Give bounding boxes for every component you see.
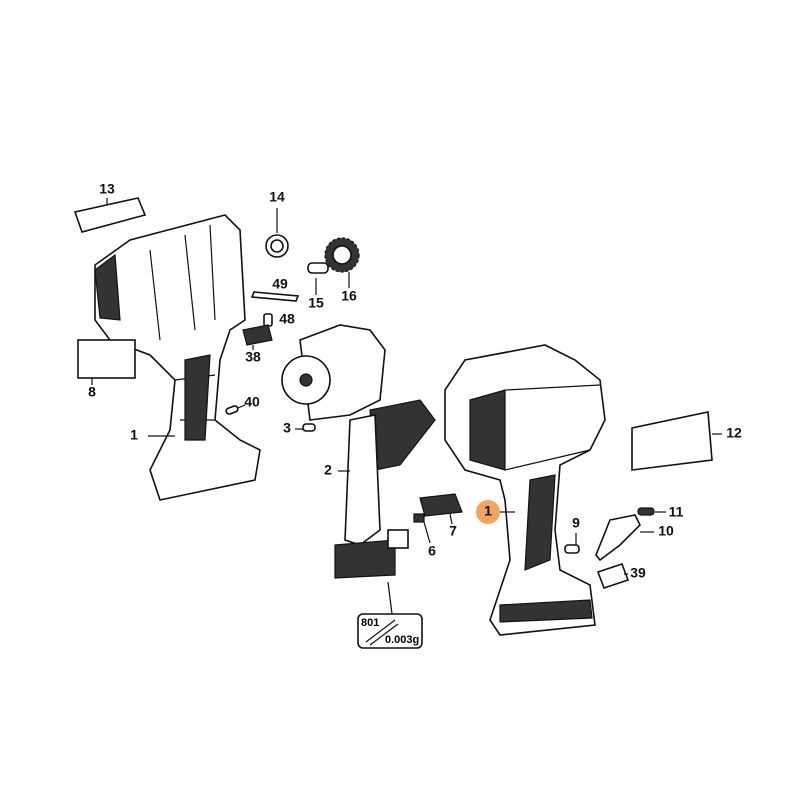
grease-gun-icon (365, 619, 399, 646)
right-housing-half[interactable] (444, 344, 606, 636)
pin-3[interactable] (302, 423, 316, 432)
label-sticker-8[interactable] (77, 339, 136, 379)
plate-49[interactable] (250, 291, 300, 302)
callout-13: 13 (99, 181, 115, 197)
label-sticker-13[interactable] (73, 197, 147, 233)
label-sticker-39[interactable] (596, 562, 630, 590)
motor-switch-assembly-2[interactable] (281, 324, 436, 579)
callout-1-right[interactable]: 1 (484, 503, 492, 519)
screw-9[interactable] (564, 544, 580, 554)
label-sticker-12[interactable] (631, 411, 713, 471)
pin-15[interactable] (307, 262, 329, 274)
callout-12: 12 (726, 425, 742, 441)
callout-2: 2 (324, 462, 332, 478)
part-6[interactable] (413, 513, 425, 523)
callout-3: 3 (283, 420, 291, 436)
part-38[interactable] (242, 324, 273, 346)
callout-40: 40 (244, 394, 260, 410)
callout-15: 15 (308, 295, 324, 311)
callout-39: 39 (630, 565, 646, 581)
screw-11[interactable] (637, 507, 655, 516)
spring-48[interactable] (263, 313, 273, 327)
callout-8: 8 (88, 384, 96, 400)
kit-number: 801 (361, 617, 379, 629)
callout-16: 16 (341, 288, 357, 304)
part-7[interactable] (419, 493, 463, 517)
callout-1-left: 1 (130, 427, 138, 443)
callout-7: 7 (449, 523, 457, 539)
callout-6: 6 (428, 543, 436, 559)
pin-40[interactable] (225, 405, 239, 415)
callout-10: 10 (658, 523, 674, 539)
kit-801-grease-box[interactable]: 801 0.003g (357, 613, 423, 649)
bracket-10[interactable] (595, 514, 641, 562)
left-housing-half[interactable] (94, 214, 261, 501)
callout-11: 11 (669, 504, 684, 520)
callout-49: 49 (272, 276, 288, 292)
callout-9: 9 (572, 515, 580, 531)
callout-14: 14 (269, 189, 285, 205)
kit-weight: 0.003g (385, 634, 419, 646)
callout-38: 38 (245, 349, 261, 365)
callout-48: 48 (279, 311, 295, 327)
highlight-marker (476, 500, 500, 524)
